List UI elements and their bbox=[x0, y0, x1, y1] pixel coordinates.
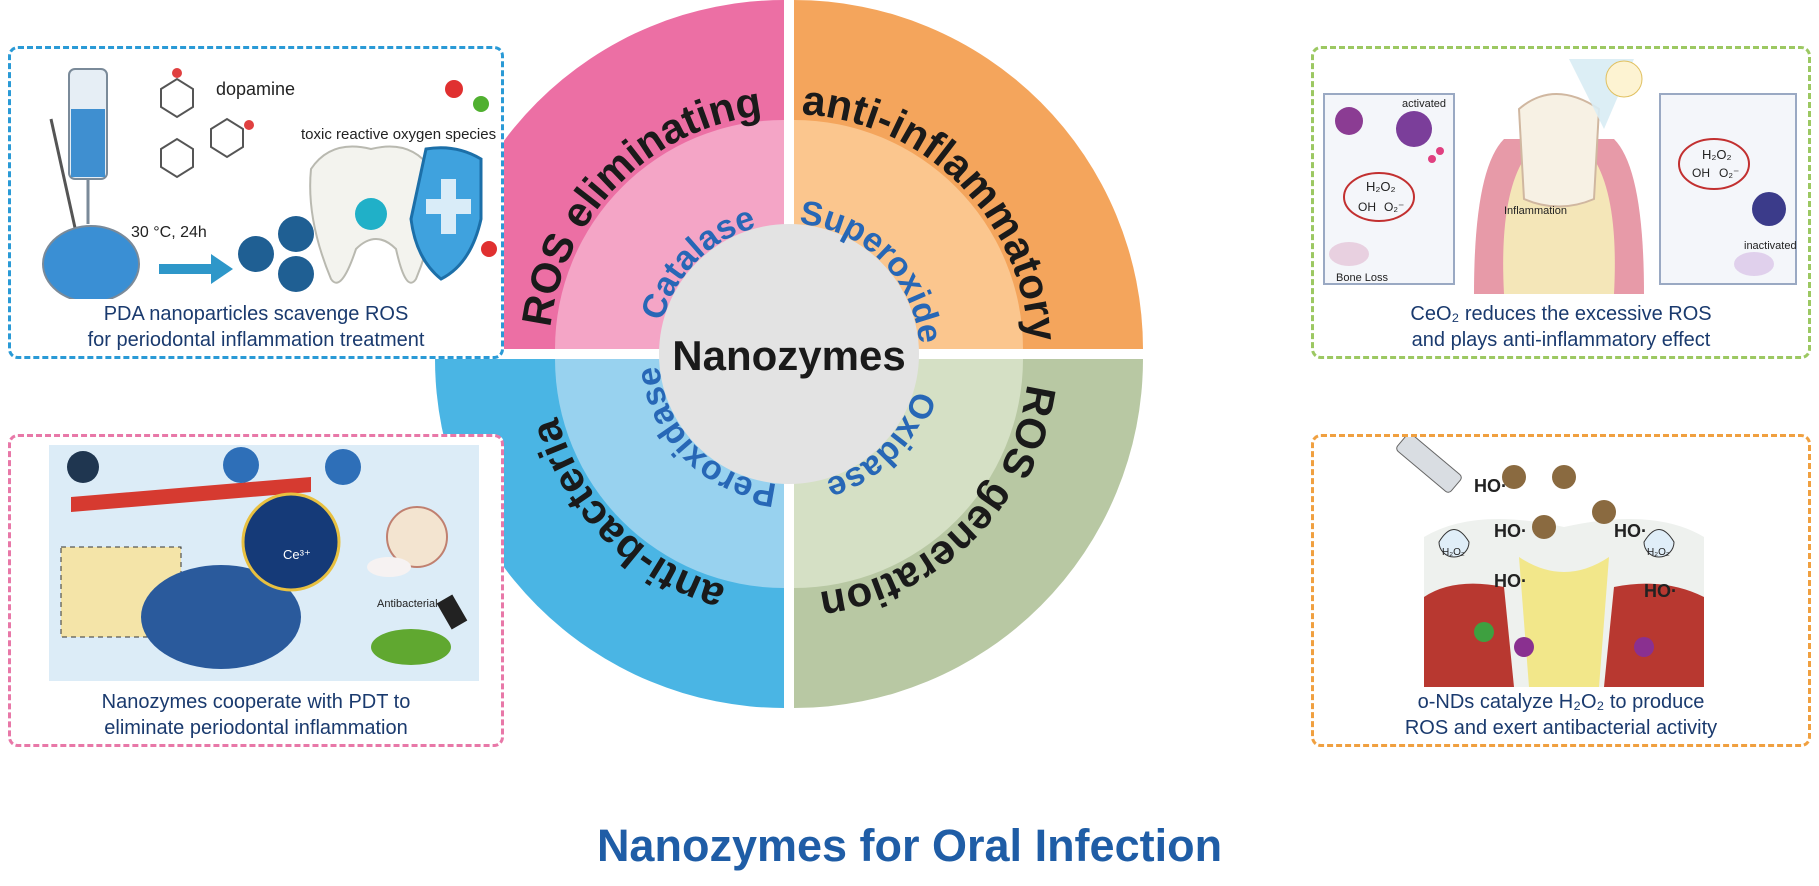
inactivated-label: inactivated bbox=[1744, 240, 1797, 252]
mouse-icon bbox=[367, 557, 411, 577]
ceo2-particle-icon bbox=[1605, 60, 1643, 98]
activated-label: activated bbox=[1402, 98, 1446, 110]
arrow-icon bbox=[159, 254, 233, 284]
funnel-liquid bbox=[71, 109, 105, 177]
caption-onds-line2: ROS and exert antibacterial activity bbox=[1404, 717, 1718, 739]
syringe-icon bbox=[1396, 437, 1462, 493]
glow-icon bbox=[1519, 557, 1609, 687]
caption-ceo2: CeO₂ reduces the excessive ROS and plays… bbox=[1314, 301, 1808, 353]
gum-left-icon bbox=[1424, 583, 1514, 687]
ceo2-illustration: activated Inflammation Bone Loss inactiv… bbox=[1323, 59, 1797, 294]
caption-onds: o-NDs catalyze H₂O₂ to produce ROS and e… bbox=[1314, 689, 1808, 741]
bone-loss-label: Bone Loss bbox=[1336, 272, 1388, 284]
caption-pda: PDA nanoparticles scavenge ROS for perio… bbox=[11, 301, 501, 353]
caption-pda-line2: for periodontal inflammation treatment bbox=[87, 329, 425, 351]
dopamine-label: dopamine bbox=[216, 79, 295, 99]
laser-icon bbox=[436, 594, 468, 630]
panel-onds: HO· HO· HO· HO· HO· H₂O₂ H₂O₂ o-NDs cata… bbox=[1311, 434, 1811, 747]
cytokine-icon bbox=[1428, 155, 1436, 163]
oh-left-label: OH bbox=[1358, 200, 1376, 214]
caption-onds-line1: o-NDs catalyze H₂O₂ to produce bbox=[1417, 691, 1705, 713]
cytokine-icon bbox=[1436, 147, 1444, 155]
toxic-ros-label: toxic reactive oxygen species bbox=[301, 126, 496, 143]
ho-label-1: HO· bbox=[1474, 476, 1507, 496]
panel-pdt: Antibacterial Ce³⁺ Nanozymes cooperate w… bbox=[8, 434, 504, 747]
pdt-illustration: Antibacterial Ce³⁺ bbox=[49, 445, 479, 681]
ros-icon bbox=[355, 198, 387, 230]
nanoparticle-icon bbox=[278, 256, 314, 292]
flask-icon bbox=[42, 225, 140, 299]
tooth-inset-icon bbox=[386, 506, 448, 568]
yin-yang-icon bbox=[241, 492, 341, 592]
ond-particle-icon bbox=[1532, 515, 1556, 539]
ho-label-2: HO· bbox=[1494, 521, 1527, 541]
activated-cell-icon bbox=[1396, 111, 1432, 147]
panel-pda-nanoparticles: dopamine toxic reactive oxygen species 3… bbox=[8, 46, 504, 359]
o2-right-label: O₂⁻ bbox=[1719, 166, 1739, 180]
antibacterial-label: Antibacterial bbox=[377, 598, 438, 610]
nanoparticle-icon bbox=[223, 447, 259, 483]
tooth-icon bbox=[1517, 93, 1601, 208]
condition-label: 30 °C, 24h bbox=[131, 224, 207, 241]
h2o2-droplet-label-1: H₂O₂ bbox=[1442, 547, 1465, 558]
dopamine-molecule-icon bbox=[160, 77, 244, 179]
caption-pdt-line2: eliminate periodontal inflammation bbox=[104, 717, 408, 739]
caption-pda-line1: PDA nanoparticles scavenge ROS bbox=[103, 303, 409, 325]
page-title: Nanozymes for Oral Infection bbox=[596, 820, 1223, 871]
h2o2-right-label: H₂O₂ bbox=[1702, 147, 1732, 162]
caption-ceo2-line2: and plays anti-inflammatory effect bbox=[1411, 329, 1711, 351]
ce3-label: Ce³⁺ bbox=[283, 547, 311, 562]
h2o2-left-label: H₂O₂ bbox=[1366, 179, 1396, 194]
cross-icon bbox=[426, 179, 471, 234]
ros-circle-right bbox=[1678, 138, 1750, 190]
bone-loss-cell-icon bbox=[1329, 242, 1369, 266]
inactivated-cell-icon bbox=[1752, 192, 1786, 226]
caption-pdt: Nanozymes cooperate with PDT to eliminat… bbox=[11, 689, 501, 741]
ho-label-4: HO· bbox=[1494, 571, 1527, 591]
bacteria-icon bbox=[1474, 622, 1494, 642]
red-arrow-icon bbox=[71, 477, 311, 512]
oxygen-atom-icon bbox=[172, 68, 182, 78]
h2o2-droplet-label-2: H₂O₂ bbox=[1647, 547, 1670, 558]
ros-icon bbox=[481, 241, 497, 257]
droplet-icon bbox=[1643, 529, 1675, 558]
caption-pdt-line1: Nanozymes cooperate with PDT to bbox=[101, 691, 411, 713]
o2-left-label: O₂⁻ bbox=[1384, 200, 1404, 214]
bacteria-icon bbox=[1634, 637, 1654, 657]
pda-illustration: dopamine toxic reactive oxygen species 3… bbox=[42, 68, 497, 299]
inflammation-label: Inflammation bbox=[1504, 205, 1567, 217]
ho-label-5: HO· bbox=[1644, 581, 1677, 601]
oh-right-label: OH bbox=[1692, 166, 1710, 180]
ros-circle-left bbox=[1343, 172, 1415, 222]
onds-illustration: HO· HO· HO· HO· HO· H₂O₂ H₂O₂ bbox=[1396, 437, 1704, 687]
center-label: Nanozymes bbox=[672, 332, 905, 379]
nanoparticle-icon bbox=[325, 449, 361, 485]
ond-particle-icon bbox=[1552, 465, 1576, 489]
cell-icon bbox=[141, 565, 301, 669]
bacteria-icon bbox=[371, 629, 451, 665]
center-circle bbox=[659, 224, 919, 484]
ros-icon bbox=[473, 96, 489, 112]
ond-particle-icon bbox=[1592, 500, 1616, 524]
nanoparticle-icon bbox=[278, 216, 314, 252]
calm-cell-icon bbox=[1734, 252, 1774, 276]
inset-right-box bbox=[1659, 93, 1797, 285]
macrophage-icon bbox=[1335, 107, 1363, 135]
nanoparticle-icon bbox=[238, 236, 274, 272]
ros-icon bbox=[445, 80, 463, 98]
panel-ceo2: activated Inflammation Bone Loss inactiv… bbox=[1311, 46, 1811, 359]
bacteria-icon bbox=[1514, 637, 1534, 657]
droplet-icon bbox=[1438, 529, 1470, 558]
ond-particle-icon bbox=[1502, 465, 1526, 489]
oxygen-atom-icon bbox=[244, 120, 254, 130]
ho-label-3: HO· bbox=[1614, 521, 1647, 541]
caption-ceo2-line1: CeO₂ reduces the excessive ROS bbox=[1410, 303, 1712, 325]
nanoparticle-icon bbox=[67, 451, 99, 483]
gum-right-icon bbox=[1604, 583, 1704, 687]
